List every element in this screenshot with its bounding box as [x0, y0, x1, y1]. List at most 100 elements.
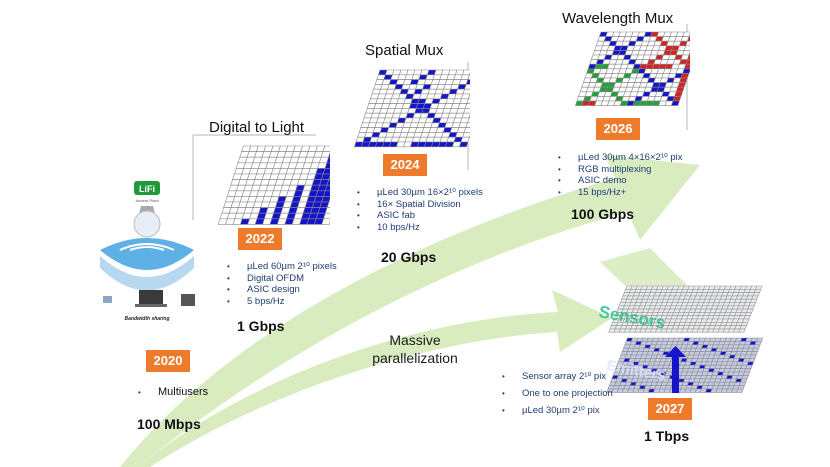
- grid-cell: [672, 96, 682, 102]
- grid-cell: [682, 50, 690, 56]
- light-cone-icon: [100, 238, 194, 270]
- bullet-item: Multiusers: [136, 386, 208, 399]
- bullet-item: µLed 30µm 16×2¹⁰ pixels: [355, 187, 483, 199]
- title-spatial-mux: Spatial Mux: [365, 42, 444, 59]
- led-grid-2024: [353, 69, 470, 148]
- bullet-item: ASIC fab: [355, 210, 483, 222]
- arrow-up-icon: [665, 346, 686, 357]
- grid-cell: [464, 103, 470, 109]
- grid-cell: [682, 68, 690, 74]
- lifi-logo-text: LiFi: [139, 184, 155, 194]
- speed-2022: 1 Gbps: [237, 318, 285, 334]
- grid-cell: [688, 51, 690, 56]
- sensor-cell: [740, 321, 749, 326]
- grid-cell: [686, 54, 690, 60]
- grid-cell: [674, 91, 684, 97]
- bullet-item: Sensor array 2¹⁰ pix: [500, 368, 613, 385]
- sensor-cell: [751, 295, 759, 300]
- emitter-cell: [754, 341, 762, 346]
- year-badge-2020: 2020: [146, 350, 190, 372]
- grid-cell: [326, 156, 330, 164]
- year-badge-2027: 2027: [648, 398, 692, 420]
- grid-cell: [321, 196, 330, 203]
- grid-cell: [466, 117, 470, 124]
- title-digital-to-light: Digital to Light: [209, 119, 305, 136]
- emitter-cell: [737, 385, 745, 390]
- lifi-logo-caption: Access Point: [135, 198, 159, 203]
- sensor-emitter-stack: Sensors Emitters: [597, 285, 764, 393]
- bullets-2024: µLed 30µm 16×2¹⁰ pixels 16× Spatial Divi…: [355, 187, 483, 233]
- bullet-item: 16× Spatial Division: [355, 199, 483, 211]
- arrow-label: Massive parallelization: [372, 332, 458, 366]
- emitter-cell: [751, 347, 760, 352]
- grid-cell: [328, 174, 330, 180]
- sensor-cell: [752, 292, 760, 297]
- grid-cell: [462, 132, 470, 138]
- grid-cell: [467, 93, 470, 100]
- bullets-2027: Sensor array 2¹⁰ pix One to one projecti…: [500, 368, 613, 419]
- bullet-item: ASIC design: [225, 284, 337, 296]
- emitter-cell: [738, 381, 747, 386]
- grid-cell: [462, 88, 470, 95]
- grid-cell: [460, 136, 470, 143]
- speed-2024: 20 Gbps: [381, 249, 437, 265]
- grid-cell: [461, 69, 470, 76]
- grid-cell: [328, 151, 330, 158]
- grid-cell: [464, 84, 470, 90]
- bullets-2026: µLed 30µm 4×16×2¹⁰ pix RGB multiplexing …: [556, 152, 683, 198]
- grid-cell: [322, 190, 330, 197]
- grid-cell: [465, 79, 470, 85]
- grid-cell: [321, 218, 330, 225]
- laptop-icon: [139, 290, 163, 304]
- grid-cell: [468, 114, 470, 119]
- grid-cell: [463, 127, 470, 133]
- led-grid-2022: [217, 145, 330, 225]
- lifi-illustration: LiFi Access Point Bandwidth sharing: [100, 181, 195, 322]
- bullet-item: Digital OFDM: [225, 273, 337, 285]
- grid-cell: [680, 73, 690, 79]
- main-growth-arrow: [120, 155, 700, 467]
- grid-cell: [458, 141, 469, 148]
- sensor-cell: [755, 285, 763, 290]
- emitter-cell: [753, 344, 761, 349]
- sensor-cell: [748, 302, 757, 307]
- emitter-cell: [741, 375, 749, 380]
- emitter-cell: [745, 364, 753, 369]
- grid-cell: [688, 32, 690, 37]
- led-grid-2026: [574, 31, 690, 106]
- bullet-item: 5 bps/Hz: [225, 296, 337, 308]
- grid-cell: [326, 179, 330, 186]
- sensor-cell: [739, 325, 747, 330]
- sensor-cell: [743, 315, 751, 320]
- bullet-item: ASIC demo: [556, 175, 683, 187]
- bullet-item: µLed 30µm 2¹⁰ pix: [500, 402, 613, 419]
- parallelization-arrow: [138, 290, 612, 467]
- emitter-cell: [750, 351, 758, 356]
- year-badge-2022: 2022: [238, 228, 282, 250]
- bullet-item: µLed 60µm 2¹⁰ pixels: [225, 261, 337, 273]
- year-badge-2024: 2024: [383, 154, 427, 176]
- grid-cell: [323, 212, 330, 220]
- lifi-logo-icon: [134, 181, 160, 195]
- emitter-cell: [736, 388, 744, 393]
- sensor-cell: [746, 308, 754, 313]
- bullet-item: µLed 30µm 4×16×2¹⁰ pix: [556, 152, 683, 164]
- grid-cell: [324, 184, 330, 192]
- tablet-icon: [181, 294, 195, 306]
- emitter-cell: [744, 368, 752, 373]
- bullet-item: 15 bps/Hz+: [556, 187, 683, 199]
- sensor-cell: [744, 312, 753, 317]
- bullet-item: One to one projection: [500, 385, 613, 402]
- bullets-2020: Multiusers: [136, 386, 208, 399]
- phone-icon: [103, 296, 112, 303]
- grid-cell: [683, 45, 690, 51]
- sensor-cell: [738, 328, 746, 333]
- grid-cell: [677, 82, 687, 88]
- bullet-item: RGB multiplexing: [556, 164, 683, 176]
- grid-cell: [326, 201, 330, 208]
- speed-2027: 1 Tbps: [644, 428, 690, 444]
- emitter-cell: [749, 354, 757, 359]
- emitter-cell: [740, 378, 748, 383]
- grid-cell: [670, 100, 680, 106]
- bulb-icon: [133, 210, 161, 238]
